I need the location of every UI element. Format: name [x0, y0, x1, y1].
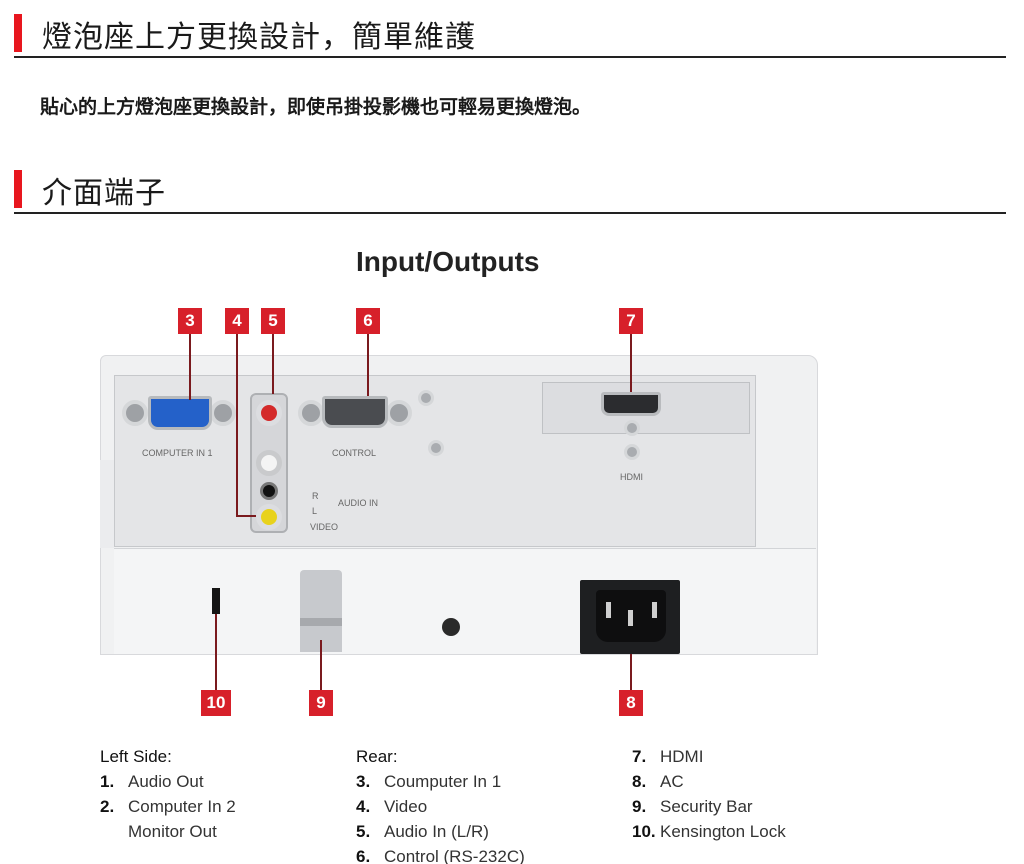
legend-item: 8. AC [632, 769, 786, 794]
leader-line-3 [189, 334, 191, 400]
legend-item: 3. Coumputer In 1 [356, 769, 525, 794]
legend-label: Audio Out [128, 772, 204, 791]
ac-pin [628, 610, 633, 626]
section-header-lamp: 燈泡座上方更換設計，簡單維護 [14, 8, 1006, 58]
legend-number: 5. [356, 822, 371, 841]
section-header-interface: 介面端子 [14, 164, 1006, 214]
port-label-l: L [312, 506, 318, 516]
legend-label: HDMI [660, 747, 704, 766]
callout-10: 10 [201, 690, 231, 716]
legend-label: Coumputer In 1 [384, 772, 502, 791]
legend-number: 6. [356, 847, 371, 864]
legend-label: Kensington Lock [660, 822, 786, 841]
section-title-interface: 介面端子 [42, 176, 166, 211]
callout-7: 7 [619, 308, 643, 334]
leader-line-9 [320, 640, 322, 690]
rca-white-port [256, 450, 282, 476]
port-label-video: VIDEO [310, 522, 339, 532]
lamp-description: 貼心的上方燈泡座更換設計，即使吊掛投影機也可輕易更換燈泡。 [40, 96, 592, 118]
legend-rear: Rear: 3. Coumputer In 1 4. Video 5. Audi… [356, 744, 525, 864]
vent-hole [442, 618, 460, 636]
legend-item: 5. Audio In (L/R) [356, 819, 525, 844]
vga-port [148, 396, 212, 430]
serial-screw-right [386, 400, 412, 426]
legend-heading: Rear: [356, 747, 398, 766]
port-label-r: R [312, 491, 319, 501]
rca-yellow-port [256, 504, 282, 530]
legend-number: 7. [632, 747, 647, 766]
callout-3: 3 [178, 308, 202, 334]
ac-pin [606, 602, 611, 618]
legend-label: AC [660, 772, 684, 791]
serial-screw-left [298, 400, 324, 426]
vga-screw-left [122, 400, 148, 426]
legend-item: 1. Audio Out [100, 769, 236, 794]
legend-heading: Left Side: [100, 747, 172, 766]
leader-line-6 [367, 334, 369, 396]
panel-screw [624, 420, 640, 436]
panel-screw [428, 440, 444, 456]
callout-4: 4 [225, 308, 249, 334]
legend-item: 4. Video [356, 794, 525, 819]
panel-lower-section [114, 548, 816, 654]
callout-5: 5 [261, 308, 285, 334]
hdmi-port [601, 392, 661, 416]
legend-item: 10. Kensington Lock [632, 819, 786, 844]
legend-right: 7. HDMI 8. AC 9. Security Bar 10. Kensin… [632, 744, 786, 844]
port-label-control: CONTROL [332, 448, 377, 458]
legend-label: Security Bar [660, 797, 753, 816]
port-label-computer-in: COMPUTER IN 1 [142, 448, 213, 458]
legend-number: 4. [356, 797, 371, 816]
section-title-lamp: 燈泡座上方更換設計，簡單維護 [42, 20, 476, 55]
serial-port [322, 396, 388, 428]
legend-item: 7. HDMI [632, 744, 786, 769]
rca-red-port [256, 400, 282, 426]
leader-line-4 [236, 515, 256, 517]
panel-screw [418, 390, 434, 406]
legend-continuation: Monitor Out [128, 822, 217, 841]
legend-label: Audio In (L/R) [384, 822, 489, 841]
port-label-hdmi: HDMI [620, 472, 643, 482]
legend-item: 2. Computer In 2 [100, 794, 236, 819]
panel-ledge [100, 460, 114, 548]
leader-line-7 [630, 334, 632, 392]
callout-8: 8 [619, 690, 643, 716]
ac-pin [652, 602, 657, 618]
legend-label: Video [384, 797, 428, 816]
legend-number: 1. [100, 772, 115, 791]
legend-label: Control (RS-232C) [384, 847, 525, 864]
leader-line-4 [236, 334, 238, 516]
audio-jack [260, 482, 278, 500]
leader-line-5 [272, 334, 274, 394]
legend-number: 3. [356, 772, 371, 791]
security-bar [300, 570, 342, 652]
kensington-lock-slot [212, 588, 220, 614]
accent-bar [14, 170, 22, 208]
legend-number: 9. [632, 797, 647, 816]
leader-line-10 [215, 614, 217, 690]
accent-bar [14, 14, 22, 52]
port-label-audio-in: AUDIO IN [338, 498, 379, 508]
leader-line-8 [630, 654, 632, 690]
legend-left-side: Left Side: 1. Audio Out 2. Computer In 2… [100, 744, 236, 844]
legend-item: 6. Control (RS-232C) [356, 844, 525, 864]
legend-item: 9. Security Bar [632, 794, 786, 819]
panel-screw [624, 444, 640, 460]
legend-number: 10. [632, 822, 656, 841]
legend-number: 8. [632, 772, 647, 791]
diagram-title: Input/Outputs [356, 246, 540, 277]
callout-9: 9 [309, 690, 333, 716]
legend-number: 2. [100, 797, 115, 816]
callout-6: 6 [356, 308, 380, 334]
vga-screw-right [210, 400, 236, 426]
legend-label: Computer In 2 [128, 797, 236, 816]
